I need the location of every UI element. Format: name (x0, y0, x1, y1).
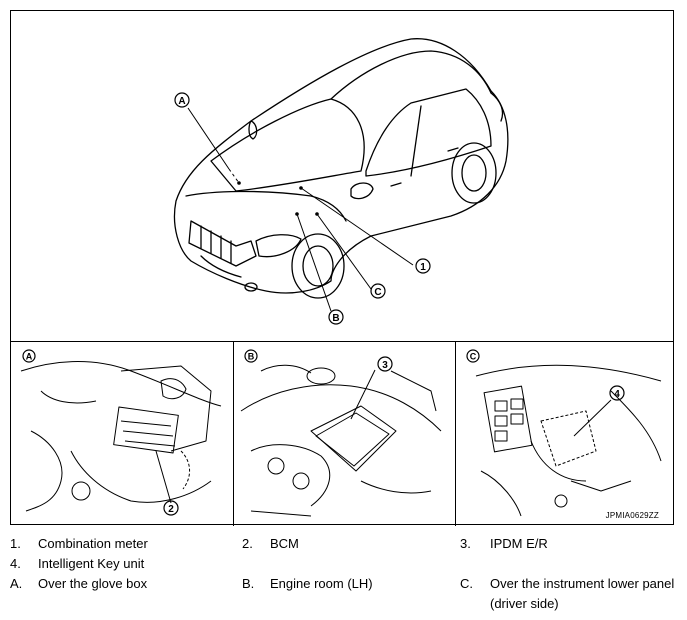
side-mirror (350, 182, 374, 200)
callout-1-text: 1 (420, 262, 426, 273)
callout-c (370, 283, 386, 299)
grille (188, 220, 257, 267)
legend-number: 1. (10, 536, 21, 551)
panel-label-b-text: B (248, 352, 255, 362)
legend-text: Combination meter (38, 536, 148, 551)
legend-text: Intelligent Key unit (38, 556, 145, 571)
legend-row: A. Over the glove box B. Engine room (LH… (10, 576, 680, 596)
windshield (210, 98, 365, 192)
side-window (365, 88, 492, 177)
legend-number: B. (242, 576, 255, 591)
panel-label-a-text: A (26, 352, 33, 362)
panel-label-b (244, 349, 258, 363)
rear-wheel (451, 142, 497, 204)
panel-divider-bc (455, 341, 456, 526)
roof-line (330, 50, 492, 100)
callout-4 (609, 385, 625, 401)
callout-3 (377, 356, 393, 372)
legend-row: 1. Combination meter 2. BCM 3. IPDM E/R (10, 536, 680, 556)
callout-3-text: 3 (382, 360, 388, 371)
car-body-outline (173, 38, 509, 294)
intelligent-key-unit-sketch (540, 410, 597, 467)
reference-code: JPMIA0629ZZ (605, 511, 659, 520)
panel-label-c (466, 349, 480, 363)
legend-text: Over the instrument lower panel (490, 576, 675, 591)
legend-row: (driver side) (10, 596, 680, 616)
callout-b-text: B (332, 313, 339, 324)
callout-2-text: 2 (168, 504, 174, 515)
legend-text: Engine room (LH) (270, 576, 373, 591)
legend-number: A. (10, 576, 23, 591)
ipdm-unit-sketch (310, 405, 397, 472)
callout-a (174, 92, 190, 108)
panel-c-sketch (475, 364, 662, 517)
component-location-figure: A 1 C B 2 3 4 A B C JPMIA0629ZZ (10, 10, 674, 526)
legend-number: 4. (10, 556, 21, 571)
legend: 1. Combination meter 2. BCM 3. IPDM E/R … (10, 536, 680, 616)
panel-label-c-text: C (470, 352, 477, 362)
legend-text: IPDM E/R (490, 536, 548, 551)
legend-text-continued: (driver side) (490, 596, 559, 611)
panel-label-a (22, 349, 36, 363)
legend-number: C. (460, 576, 473, 591)
callout-2 (163, 500, 179, 516)
front-wheel (291, 233, 345, 299)
panel-a-sketch (20, 361, 222, 512)
legend-text: Over the glove box (38, 576, 148, 591)
panel-divider (11, 341, 673, 342)
callout-a-text: A (178, 96, 185, 107)
callout-1 (415, 258, 431, 274)
legend-text: BCM (270, 536, 299, 551)
panel-divider-ab (233, 341, 234, 526)
legend-row: 4. Intelligent Key unit (10, 556, 680, 576)
bcm-unit-sketch (113, 406, 179, 454)
callout-c-text: C (374, 287, 381, 298)
headlight (255, 234, 302, 258)
hood (185, 190, 347, 222)
legend-number: 3. (460, 536, 471, 551)
panel-b-sketch (240, 364, 442, 517)
callout-b (328, 309, 344, 325)
legend-number: 2. (242, 536, 253, 551)
callout-4-text: 4 (614, 389, 620, 400)
vehicle-illustration: A 1 C B 2 3 4 A B C (20, 38, 662, 517)
